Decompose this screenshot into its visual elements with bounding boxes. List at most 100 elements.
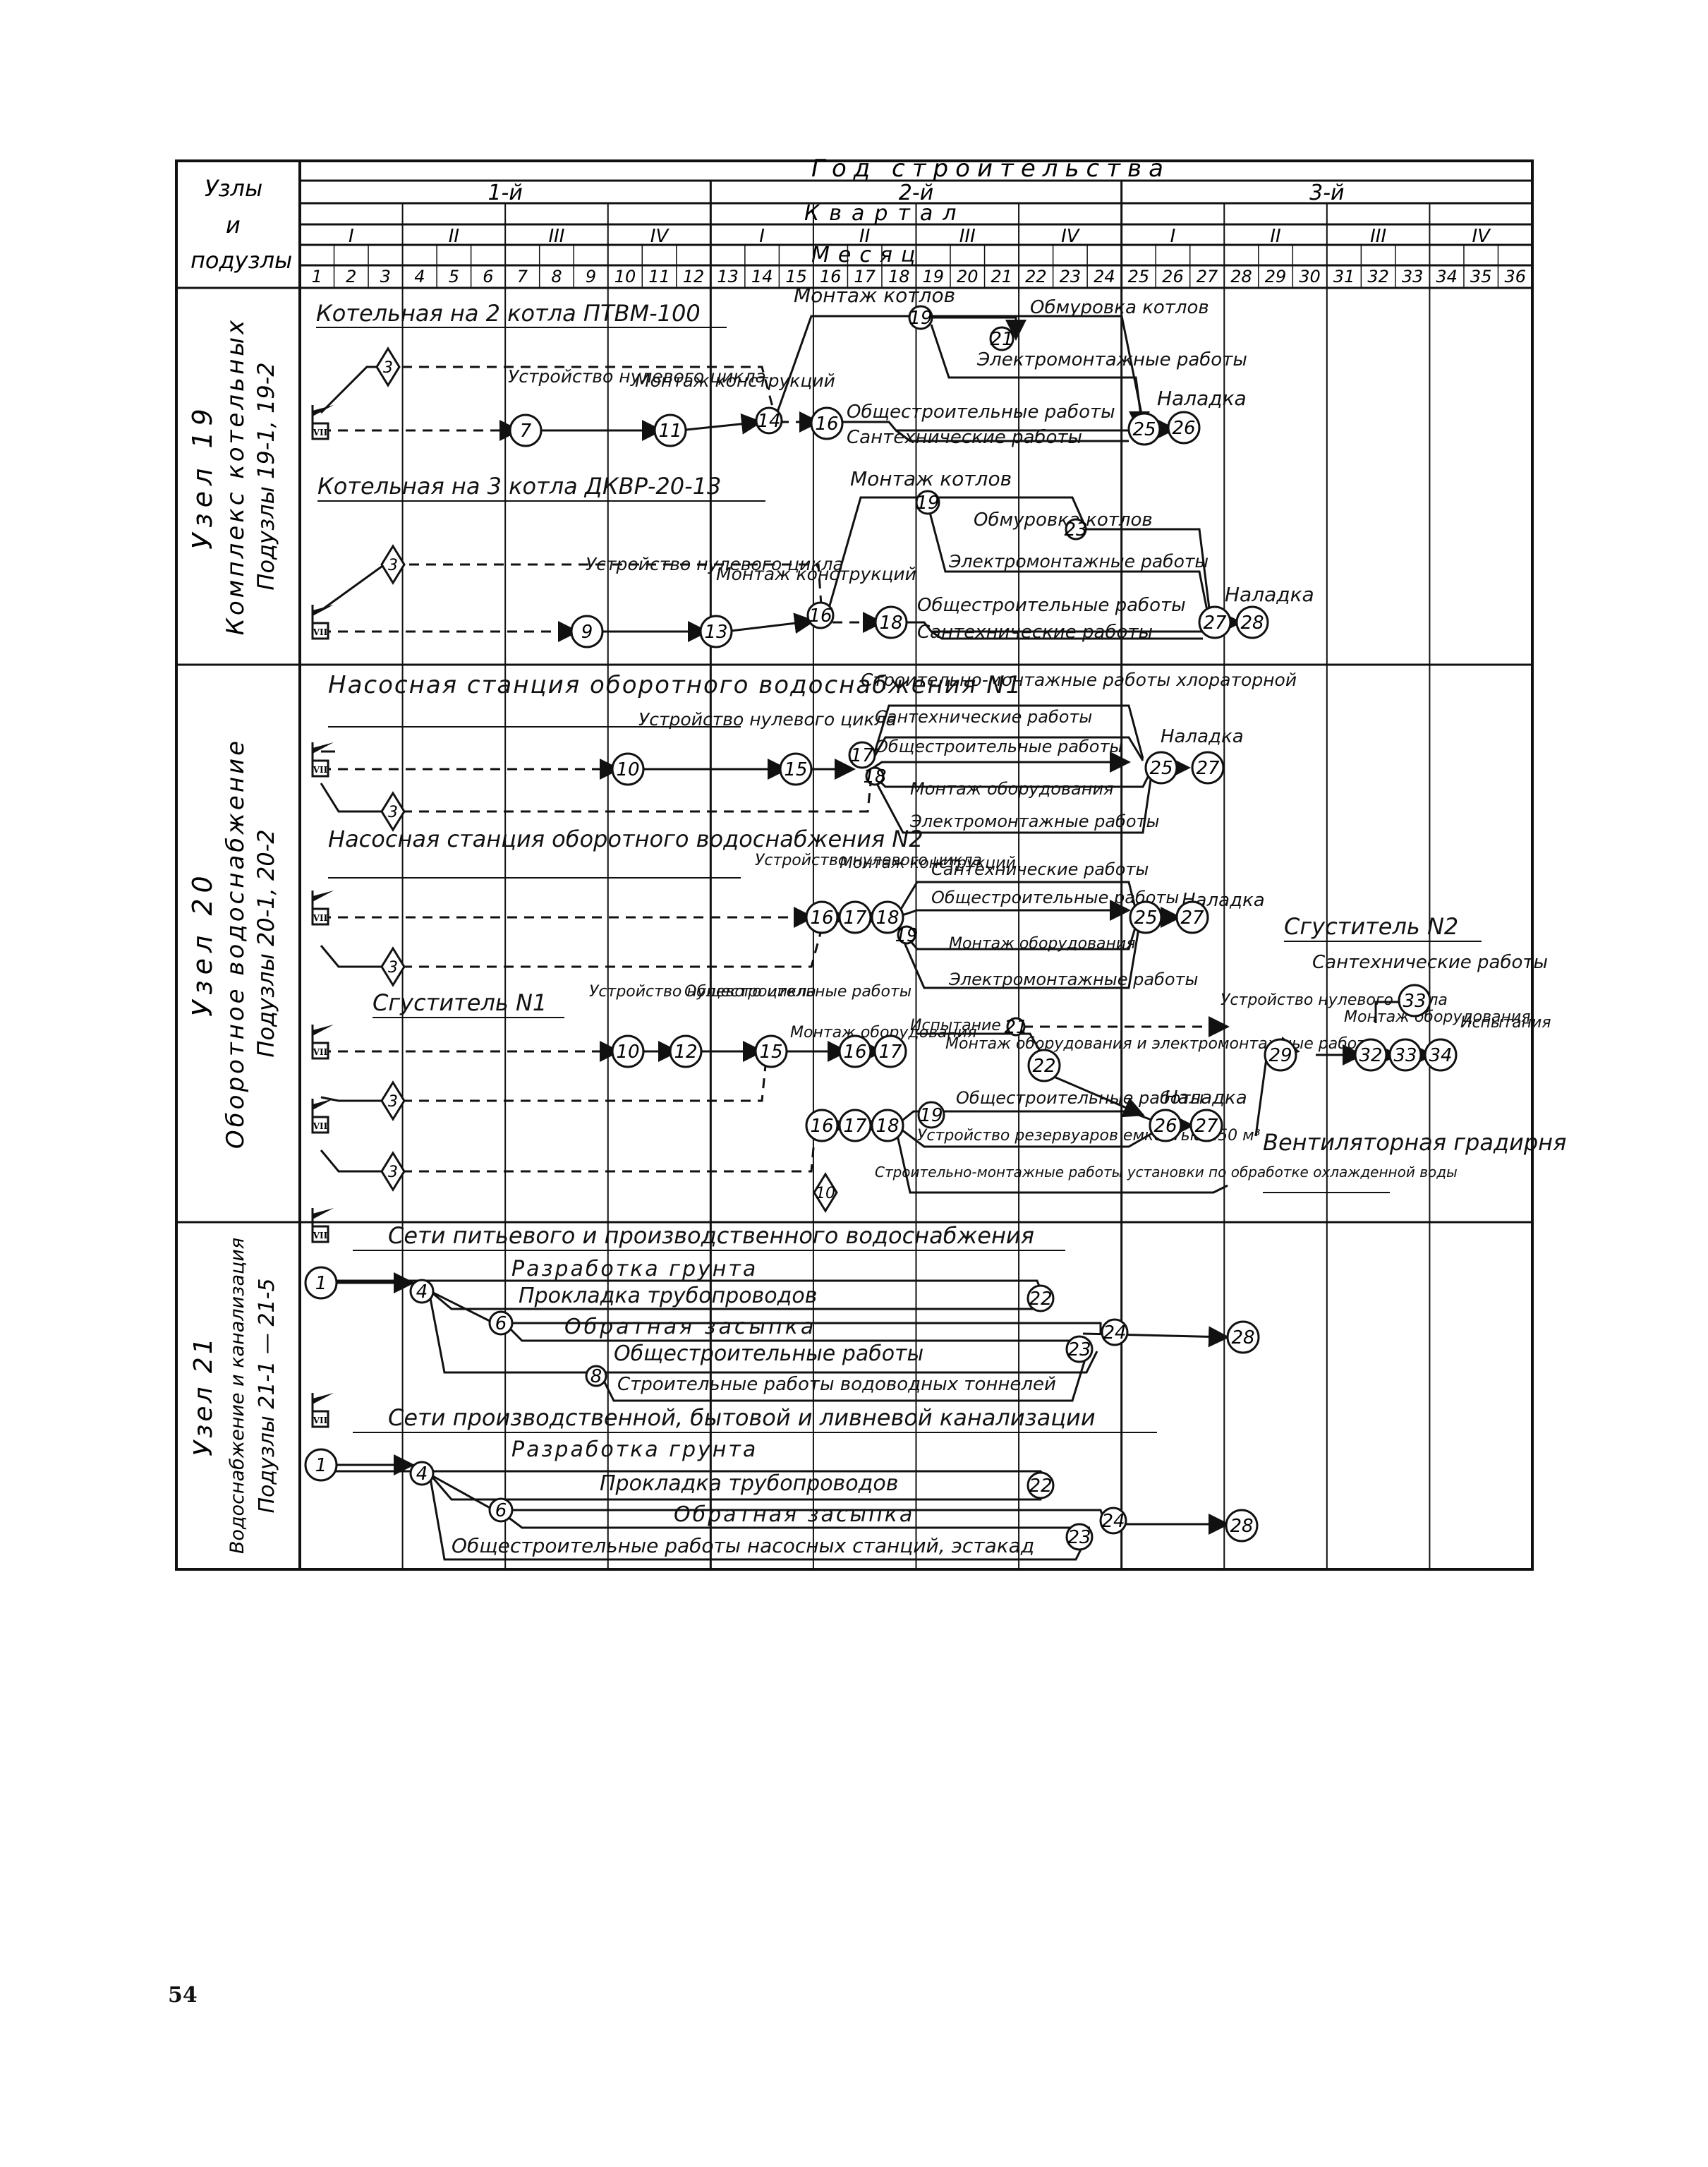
activity-link xyxy=(679,413,763,435)
activity-link xyxy=(870,736,1144,763)
svg-text:22: 22 xyxy=(1029,1288,1052,1310)
svg-text:28: 28 xyxy=(1240,612,1264,634)
task-21-2-backfill: Обратная засыпка xyxy=(674,1502,914,1527)
event-diamond: 3 xyxy=(380,791,406,832)
task-20-3-general-2: Общестроительные работы xyxy=(956,1088,1204,1108)
svg-text:27: 27 xyxy=(1180,907,1204,929)
year-cell: 1-й xyxy=(487,181,522,205)
event-node: 21 xyxy=(989,326,1014,351)
svg-text:17: 17 xyxy=(843,1116,867,1137)
svg-text:VII: VII xyxy=(313,1416,328,1425)
task-21-1-excavation: Разработка грунта xyxy=(511,1257,758,1281)
month-cell: 16 xyxy=(820,267,842,286)
svg-text:1: 1 xyxy=(315,1455,327,1476)
svg-text:10: 10 xyxy=(616,759,639,780)
event-node: 16 xyxy=(805,900,839,934)
svg-text:19: 19 xyxy=(909,308,932,329)
object-19-2-title: Котельная на 3 котла ДКВР-20-13 xyxy=(317,473,721,500)
event-node: 25 xyxy=(1144,751,1178,785)
month-cell: 32 xyxy=(1367,267,1389,286)
svg-text:23: 23 xyxy=(1067,1339,1091,1360)
event-node: 19 xyxy=(895,925,918,946)
activity-link xyxy=(725,612,816,634)
svg-text:14: 14 xyxy=(757,411,780,432)
event-node: 22 xyxy=(1026,1284,1055,1312)
task-19-1-electro: Электромонтажные работы xyxy=(976,349,1247,370)
month-cell: 11 xyxy=(648,267,670,286)
svg-text:3: 3 xyxy=(388,1164,398,1181)
activity-link xyxy=(924,316,1026,341)
task-19-1-obmurovka: Обмуровка котлов xyxy=(1030,297,1209,318)
svg-text:34: 34 xyxy=(1429,1045,1452,1066)
activity-link xyxy=(895,881,1137,918)
activity-link xyxy=(931,630,1203,640)
svg-text:26: 26 xyxy=(1153,1116,1177,1137)
task-20-3-setup: Наладка xyxy=(1164,1087,1247,1109)
event-node: 29 xyxy=(1264,1038,1297,1072)
event-node: 1 xyxy=(304,1266,338,1300)
activity-link xyxy=(320,1096,384,1102)
event-node: 33 xyxy=(1398,984,1431,1018)
event-node: 32 xyxy=(1354,1038,1388,1072)
svg-text:3: 3 xyxy=(388,557,398,574)
month-cell: 1 xyxy=(312,267,322,286)
task-20-2-sanitary: Сантехнические работы xyxy=(931,859,1149,879)
month-cell: 28 xyxy=(1230,267,1252,286)
task-20-1-zero-cycle: Устройство нулевого цикла xyxy=(638,709,897,730)
svg-text:10: 10 xyxy=(816,1185,835,1202)
quarter-cell: I xyxy=(1170,226,1176,247)
svg-text:28: 28 xyxy=(1231,1327,1254,1348)
activity-link xyxy=(1043,1071,1145,1118)
svg-text:25: 25 xyxy=(1132,419,1156,440)
task-19-1-zero-cycle: Устройство нулевого цикла xyxy=(508,366,766,387)
svg-text:3: 3 xyxy=(388,959,398,977)
corner-label-2: и xyxy=(226,212,241,239)
activity-link xyxy=(900,621,1203,633)
section-20-label-2: Оборотное водоснабжение xyxy=(222,738,250,1149)
svg-text:27: 27 xyxy=(1203,612,1227,634)
month-cell: 3 xyxy=(380,267,391,286)
event-node: 28 xyxy=(1226,1320,1260,1354)
task-20-1-hlorator: Строительно-монтажные работы хлораторной xyxy=(861,670,1297,690)
svg-text:3: 3 xyxy=(388,804,398,821)
svg-text:33: 33 xyxy=(1403,991,1426,1012)
svg-text:32: 32 xyxy=(1359,1045,1382,1066)
activity-link xyxy=(409,563,823,616)
object-20-1-title: Насосная станция оборотного водоснабжени… xyxy=(328,671,1022,699)
event-node: 24 xyxy=(1101,1318,1129,1346)
section-19-label-3: Подузлы 19-1, 19-2 xyxy=(253,362,279,590)
month-cell: 23 xyxy=(1060,267,1082,286)
quarter-cell: I xyxy=(759,226,765,247)
start-flag-marker: VII xyxy=(311,405,334,440)
event-node: 23 xyxy=(1065,1523,1094,1551)
svg-text:18: 18 xyxy=(876,907,899,929)
event-node: 10 xyxy=(611,1034,645,1068)
event-node: 4 xyxy=(409,1461,435,1486)
event-node: 17 xyxy=(873,1034,907,1068)
event-node: 16 xyxy=(806,601,835,629)
start-flag-marker: VII xyxy=(311,1393,334,1428)
svg-text:27: 27 xyxy=(1194,1116,1218,1137)
month-cell: 17 xyxy=(854,267,876,286)
svg-text:25: 25 xyxy=(1149,758,1173,779)
event-node: 15 xyxy=(779,752,813,786)
event-diamond: 3 xyxy=(380,946,406,987)
svg-text:16: 16 xyxy=(810,1116,833,1137)
start-flag-marker: VII xyxy=(311,1208,334,1243)
svg-text:26: 26 xyxy=(1172,418,1195,439)
activity-link xyxy=(895,900,1131,921)
object-20-5-title: Вентиляторная градирня xyxy=(1263,1129,1566,1156)
month-cell: 8 xyxy=(551,267,562,286)
svg-text:VII: VII xyxy=(313,913,328,923)
quarter-cell: III xyxy=(959,226,976,247)
event-node: 27 xyxy=(1191,751,1225,785)
svg-text:7: 7 xyxy=(520,421,532,442)
svg-text:3: 3 xyxy=(388,1093,398,1111)
svg-text:23: 23 xyxy=(1067,1527,1091,1548)
page-number: 54 xyxy=(168,1983,198,2008)
task-21-1-pipes: Прокладка трубопроводов xyxy=(519,1284,817,1308)
activity-link xyxy=(926,504,1209,615)
task-20-2-electro: Электромонтажные работы xyxy=(948,970,1198,989)
year-title: Год строительства xyxy=(811,155,1170,183)
month-cell: 10 xyxy=(614,267,636,286)
